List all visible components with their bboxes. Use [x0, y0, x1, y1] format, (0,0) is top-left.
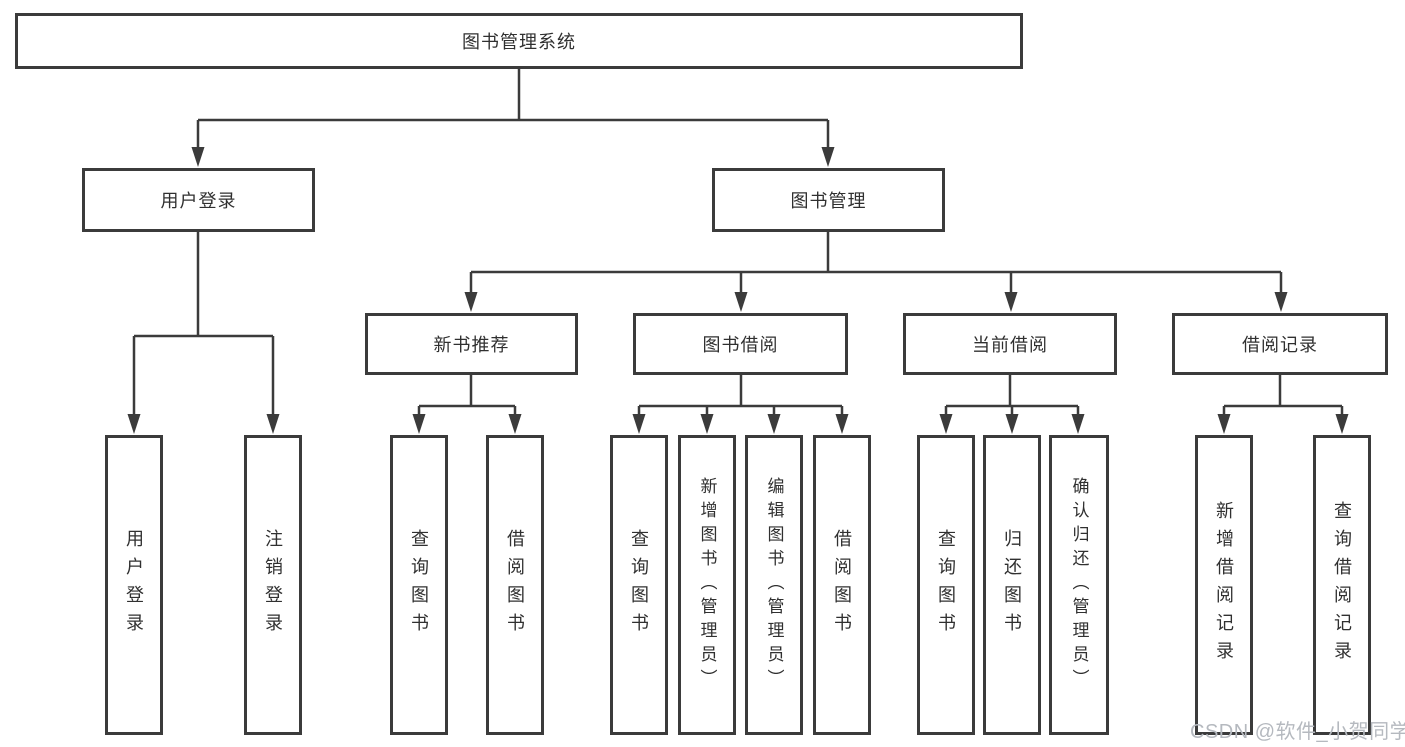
node-user-login: 用户登录	[82, 168, 315, 232]
leaf-user-login: 用户登录	[105, 435, 163, 735]
leaf-borrow-books: 借阅图书	[813, 435, 871, 735]
node-book-borrowing: 图书借阅	[633, 313, 848, 375]
node-label: 图书借阅	[702, 335, 779, 355]
node-label: 图书管理	[790, 191, 867, 211]
leaf-label: 查询图书	[936, 529, 956, 641]
node-label: 图书管理系统	[462, 32, 576, 52]
leaf-label: 新增借阅记录	[1214, 501, 1234, 669]
leaf-query-books: 查询图书	[390, 435, 448, 735]
leaf-label: 归还图书	[1002, 529, 1022, 641]
node-borrowing-records: 借阅记录	[1172, 313, 1388, 375]
node-label: 用户登录	[160, 191, 237, 211]
leaf-query-books: 查询图书	[610, 435, 668, 735]
leaf-query-books: 查询图书	[917, 435, 975, 735]
node-book-management: 图书管理	[712, 168, 945, 232]
leaf-label: 查询图书	[409, 529, 429, 641]
leaf-add-borrow-record: 新增借阅记录	[1195, 435, 1253, 735]
leaf-label: 查询图书	[629, 529, 649, 641]
node-new-book-recommendation: 新书推荐	[365, 313, 578, 375]
node-label: 新书推荐	[433, 335, 510, 355]
node-current-borrowing: 当前借阅	[903, 313, 1117, 375]
leaf-return-books: 归还图书	[983, 435, 1041, 735]
leaf-query-borrow-record: 查询借阅记录	[1313, 435, 1371, 735]
leaf-confirm-return-admin: 确认归还（管理员）	[1049, 435, 1109, 735]
leaf-add-books-admin: 新增图书（管理员）	[678, 435, 736, 735]
leaf-label: 确认归还（管理员）	[1069, 477, 1089, 693]
node-label: 借阅记录	[1242, 335, 1318, 355]
leaf-label: 编辑图书（管理员）	[764, 477, 784, 693]
leaf-logout: 注销登录	[244, 435, 302, 735]
leaf-label: 注销登录	[263, 529, 283, 641]
csdn-watermark: CSDN @软件_小贺同学	[1190, 721, 1405, 743]
node-label: 当前借阅	[972, 335, 1048, 355]
node-library-management-system: 图书管理系统	[15, 13, 1023, 69]
leaf-label: 借阅图书	[505, 529, 525, 641]
leaf-label: 借阅图书	[832, 529, 852, 641]
leaf-edit-books-admin: 编辑图书（管理员）	[745, 435, 803, 735]
leaf-borrow-books: 借阅图书	[486, 435, 544, 735]
leaf-label: 用户登录	[124, 529, 144, 641]
leaf-label: 新增图书（管理员）	[697, 477, 717, 693]
leaf-label: 查询借阅记录	[1332, 501, 1352, 669]
